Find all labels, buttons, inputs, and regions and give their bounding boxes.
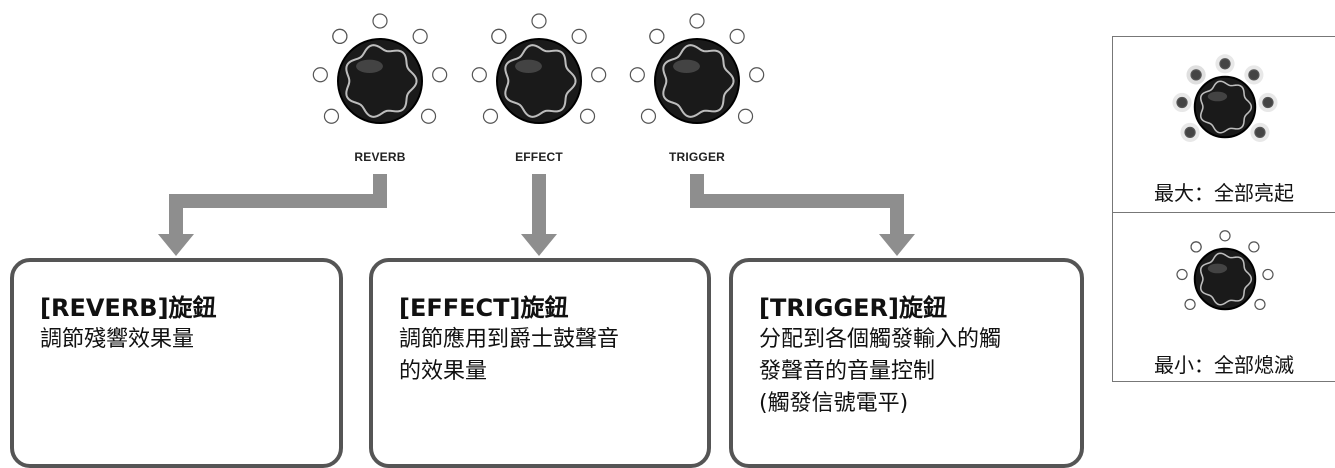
led-indicator [1190, 69, 1202, 81]
legend-divider [1113, 212, 1335, 213]
led-indicator [1184, 298, 1196, 311]
connector-arrows [158, 174, 915, 256]
led-indicator [323, 108, 340, 124]
reverb-box-description: 調節殘響效果量 [40, 327, 195, 352]
knob-max-example [1172, 54, 1278, 142]
reverb-description-box: [REVERB]旋鈕 調節殘響效果量 [10, 258, 343, 468]
led-indicator [579, 108, 596, 124]
trigger-description-box: [TRIGGER]旋鈕 分配到各個觸發輸入的觸 發聲音的音量控制 (觸發信號電平… [729, 258, 1084, 468]
effect-box-description: 調節應用到爵士鼓聲音 的效果量 [399, 327, 620, 384]
max-caption: 最大：全部亮起 [1154, 181, 1294, 205]
led-indicator [1176, 268, 1188, 281]
led-indicator [1184, 126, 1196, 139]
led-indicator [1248, 241, 1260, 253]
trigger-knob-label: TRIGGER [668, 150, 726, 164]
knob-body [337, 38, 423, 124]
knob-highlight [673, 59, 700, 74]
knob-grip [662, 44, 735, 118]
led-indicator [412, 28, 428, 45]
knob-grip [345, 44, 418, 118]
reverb-arrow-line [169, 174, 387, 238]
reverb-knob-label: REVERB [354, 150, 406, 164]
knob-body [1193, 75, 1257, 139]
knob-highlight [356, 59, 383, 74]
min-caption: 最小：全部熄滅 [1154, 353, 1294, 377]
effect-description-box: [EFFECT]旋鈕 調節應用到爵士鼓聲音 的效果量 [369, 258, 711, 468]
knob-body [654, 38, 740, 124]
knob-min-example [1176, 230, 1274, 311]
led-indicator [420, 108, 437, 124]
knob-body [496, 38, 582, 124]
led-indicator [571, 28, 587, 45]
led-indicator [749, 67, 765, 83]
led-indicator [629, 67, 645, 83]
led-indicator [591, 67, 607, 83]
led-indicator [491, 28, 507, 45]
trigger-arrow-head [879, 234, 915, 256]
led-indicator [1219, 230, 1231, 242]
led-indicator [332, 28, 348, 45]
led-indicator [432, 67, 448, 83]
led-indicator [1176, 96, 1188, 109]
led-indicator [1254, 298, 1266, 311]
led-legend-panel: 最大：全部亮起 最小：全部熄滅 [1112, 36, 1335, 382]
led-indicator [312, 67, 328, 83]
led-indicator [372, 13, 388, 29]
effect-arrow-head [521, 234, 557, 256]
led-indicator [471, 67, 487, 83]
reverb-box-title: [REVERB]旋鈕 [40, 294, 217, 322]
effect-knob-label: EFFECT [515, 150, 563, 164]
led-indicator [649, 28, 665, 45]
effect-box-title: [EFFECT]旋鈕 [399, 294, 569, 322]
reverb-arrow-head [158, 234, 194, 256]
knob-reverb[interactable] [300, 6, 460, 156]
led-indicator [689, 13, 705, 29]
knob-highlight [1207, 91, 1228, 102]
led-indicator [737, 108, 754, 124]
led-indicator [531, 13, 547, 29]
knob-grip [504, 44, 577, 118]
trigger-box-title: [TRIGGER]旋鈕 [759, 294, 947, 322]
knob-trigger[interactable] [617, 6, 777, 156]
knob-highlight [515, 59, 542, 74]
knob-highlight [1207, 263, 1228, 274]
led-indicator [1219, 58, 1231, 70]
knob-grip [1199, 252, 1253, 306]
knob-grip [1199, 80, 1253, 134]
knob-diagram: REVERB EFFECT TRIGGER [REVERB]旋鈕 調節殘響效果量… [10, 6, 1335, 468]
led-indicator [1262, 268, 1274, 281]
led-indicator [1254, 126, 1266, 139]
led-indicator [482, 108, 499, 124]
led-indicator [640, 108, 657, 124]
led-indicator [1190, 241, 1202, 253]
led-indicator [1262, 96, 1274, 109]
trigger-arrow-line [690, 174, 904, 238]
trigger-box-description: 分配到各個觸發輸入的觸 發聲音的音量控制 (觸發信號電平) [759, 327, 1002, 416]
knob-body [1193, 247, 1257, 311]
knob-effect[interactable] [459, 6, 619, 156]
led-indicator [729, 28, 745, 45]
led-indicator [1248, 69, 1260, 81]
